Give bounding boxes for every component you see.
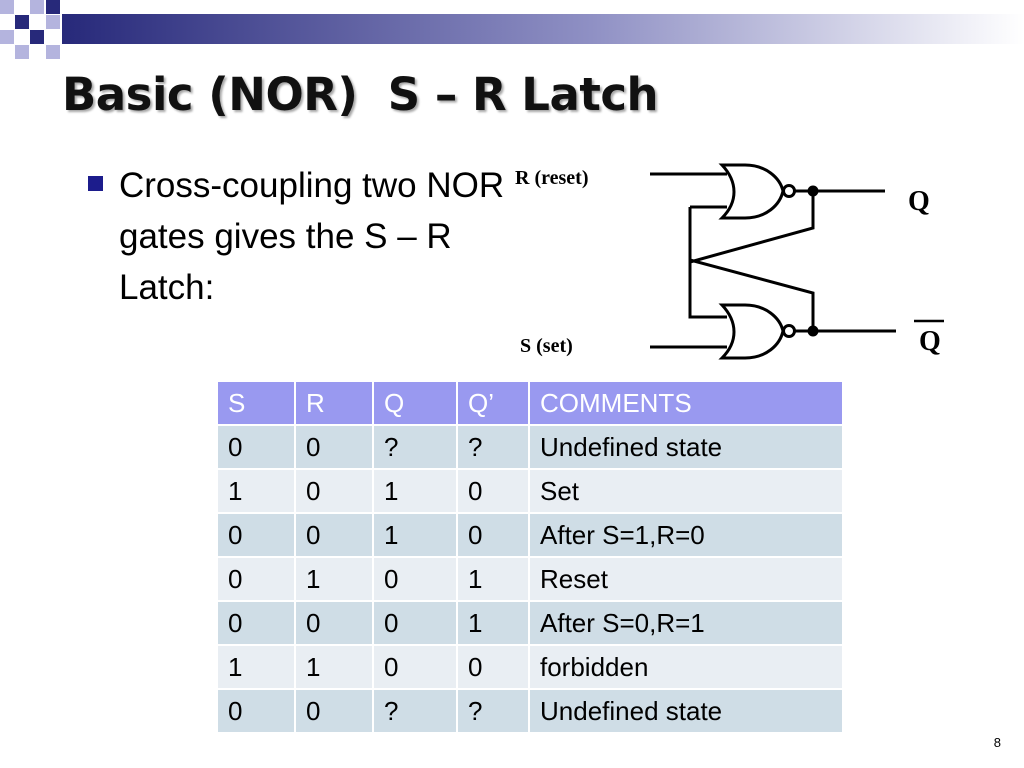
table-cell: ?	[456, 424, 530, 470]
table-row: 1 0 1 0 Set	[216, 468, 844, 514]
table-cell: 1	[216, 468, 296, 514]
junction-dot	[807, 185, 819, 197]
decor-square	[15, 15, 29, 29]
header-gradient-bar	[62, 14, 1024, 44]
table-cell: 0	[294, 512, 374, 558]
gate-bubble	[782, 324, 796, 338]
column-header: S	[216, 380, 296, 426]
table-cell: 1	[216, 644, 296, 690]
table-row: 0 1 0 1 Reset	[216, 556, 844, 602]
table-cell: ?	[372, 424, 458, 470]
q-bar-output-label: Q	[919, 326, 941, 357]
table-cell: 1	[372, 512, 458, 558]
table-cell: 0	[216, 556, 296, 602]
table-cell: 1	[456, 556, 530, 602]
table-cell: forbidden	[528, 644, 844, 690]
decor-square	[46, 15, 60, 29]
nor-gate-icon	[718, 303, 785, 360]
table-header-row: S R Q Q’ COMMENTS	[216, 380, 844, 426]
table-cell: ?	[456, 688, 530, 734]
table-cell: 0	[456, 644, 530, 690]
table-cell: Reset	[528, 556, 844, 602]
table-row: 0 0 ? ? Undefined state	[216, 688, 844, 734]
junction-dot	[807, 325, 819, 337]
r-input-label: R (reset)	[515, 167, 588, 189]
table-row: 0 0 0 1 After S=0,R=1	[216, 600, 844, 646]
table-cell: 0	[294, 600, 374, 646]
column-header: R	[294, 380, 374, 426]
s-input-label: S (set)	[520, 335, 573, 357]
table-cell: 0	[216, 512, 296, 558]
table-cell: 1	[294, 556, 374, 602]
table-cell: 1	[456, 600, 530, 646]
gate-bubble	[782, 184, 796, 198]
column-header: Q’	[456, 380, 530, 426]
table-cell: 1	[372, 468, 458, 514]
decor-square	[30, 30, 44, 44]
slide-title: Basic (NOR) S – R Latch	[62, 68, 659, 121]
decor-square	[0, 0, 14, 14]
table-cell: 0	[294, 468, 374, 514]
table-cell: 0	[456, 468, 530, 514]
table-cell: 0	[372, 556, 458, 602]
table-row: 0 0 ? ? Undefined state	[216, 424, 844, 470]
table-cell: 0	[294, 424, 374, 470]
table-cell: 0	[294, 688, 374, 734]
header-decoration	[0, 0, 1024, 59]
decor-square	[15, 45, 29, 59]
page-number: 8	[993, 735, 1001, 750]
sr-latch-diagram: R (reset) S (set) Q Q	[515, 163, 944, 360]
table-row: 1 1 0 0 forbidden	[216, 644, 844, 690]
decor-square	[46, 45, 60, 59]
table-cell: 0	[216, 688, 296, 734]
table-cell: 0	[372, 600, 458, 646]
table-row: 0 0 1 0 After S=1,R=0	[216, 512, 844, 558]
column-header: Q	[372, 380, 458, 426]
table-cell: Set	[528, 468, 844, 514]
bullet-text: Cross-coupling two NOR gates gives the S…	[119, 166, 505, 307]
table-cell: 0	[456, 512, 530, 558]
table-cell: 0	[216, 600, 296, 646]
decor-square	[46, 0, 60, 14]
table-cell: 0	[372, 644, 458, 690]
table-cell: Undefined state	[528, 688, 844, 734]
decor-square	[30, 0, 44, 14]
table-cell: 0	[216, 424, 296, 470]
table-cell: After S=1,R=0	[528, 512, 844, 558]
table-cell: ?	[372, 688, 458, 734]
column-header: COMMENTS	[528, 380, 844, 426]
table-cell: After S=0,R=1	[528, 600, 844, 646]
truth-table: S R Q Q’ COMMENTS 0 0 ? ? Undefined stat…	[216, 380, 844, 734]
decor-square	[0, 30, 14, 44]
q-output-label: Q	[908, 186, 930, 217]
table-cell: Undefined state	[528, 424, 844, 470]
square-bullet-icon	[88, 176, 103, 191]
table-cell: 1	[294, 644, 374, 690]
nor-gate-icon	[718, 163, 785, 220]
